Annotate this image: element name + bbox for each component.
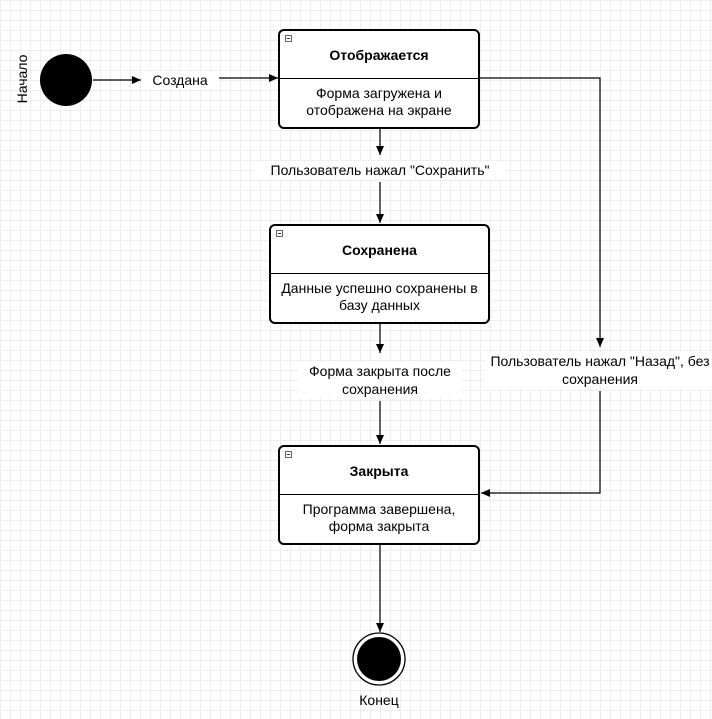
state-description: Форма загружена и отображена на экране — [306, 85, 452, 118]
collapse-toggle-icon[interactable] — [285, 35, 292, 42]
state-title: Сохранена — [271, 226, 488, 274]
collapse-toggle-icon[interactable] — [285, 451, 292, 458]
final-node — [357, 637, 401, 681]
state-description: Программа завершена, форма закрыта — [302, 501, 456, 534]
edge-displayed-to-closed-a — [479, 77, 604, 347]
state-title: Отображается — [280, 31, 478, 79]
state-title: Закрыта — [280, 447, 478, 495]
initial-node-label: Начало — [14, 54, 30, 104]
state-saved[interactable]: Сохранена Данные успешно сохранены в баз… — [269, 224, 490, 324]
transition-label-created: Создана — [141, 71, 219, 89]
transition-label-closed-after-save: Форма закрыта после сохранения — [298, 362, 462, 398]
state-displayed[interactable]: Отображается Форма загружена и отображен… — [278, 29, 480, 129]
transition-label-save: Пользователь нажал "Сохранить" — [255, 161, 505, 179]
collapse-toggle-icon[interactable] — [276, 230, 283, 237]
edge-displayed-to-closed-b — [481, 391, 601, 497]
final-node-label: Конец — [359, 692, 399, 708]
transition-label-back: Пользователь нажал "Назад", без сохранен… — [485, 352, 712, 388]
state-description: Данные успешно сохранены в базу данных — [281, 280, 478, 313]
state-closed[interactable]: Закрыта Программа завершена, форма закры… — [278, 445, 480, 545]
initial-node[interactable] — [40, 54, 92, 106]
